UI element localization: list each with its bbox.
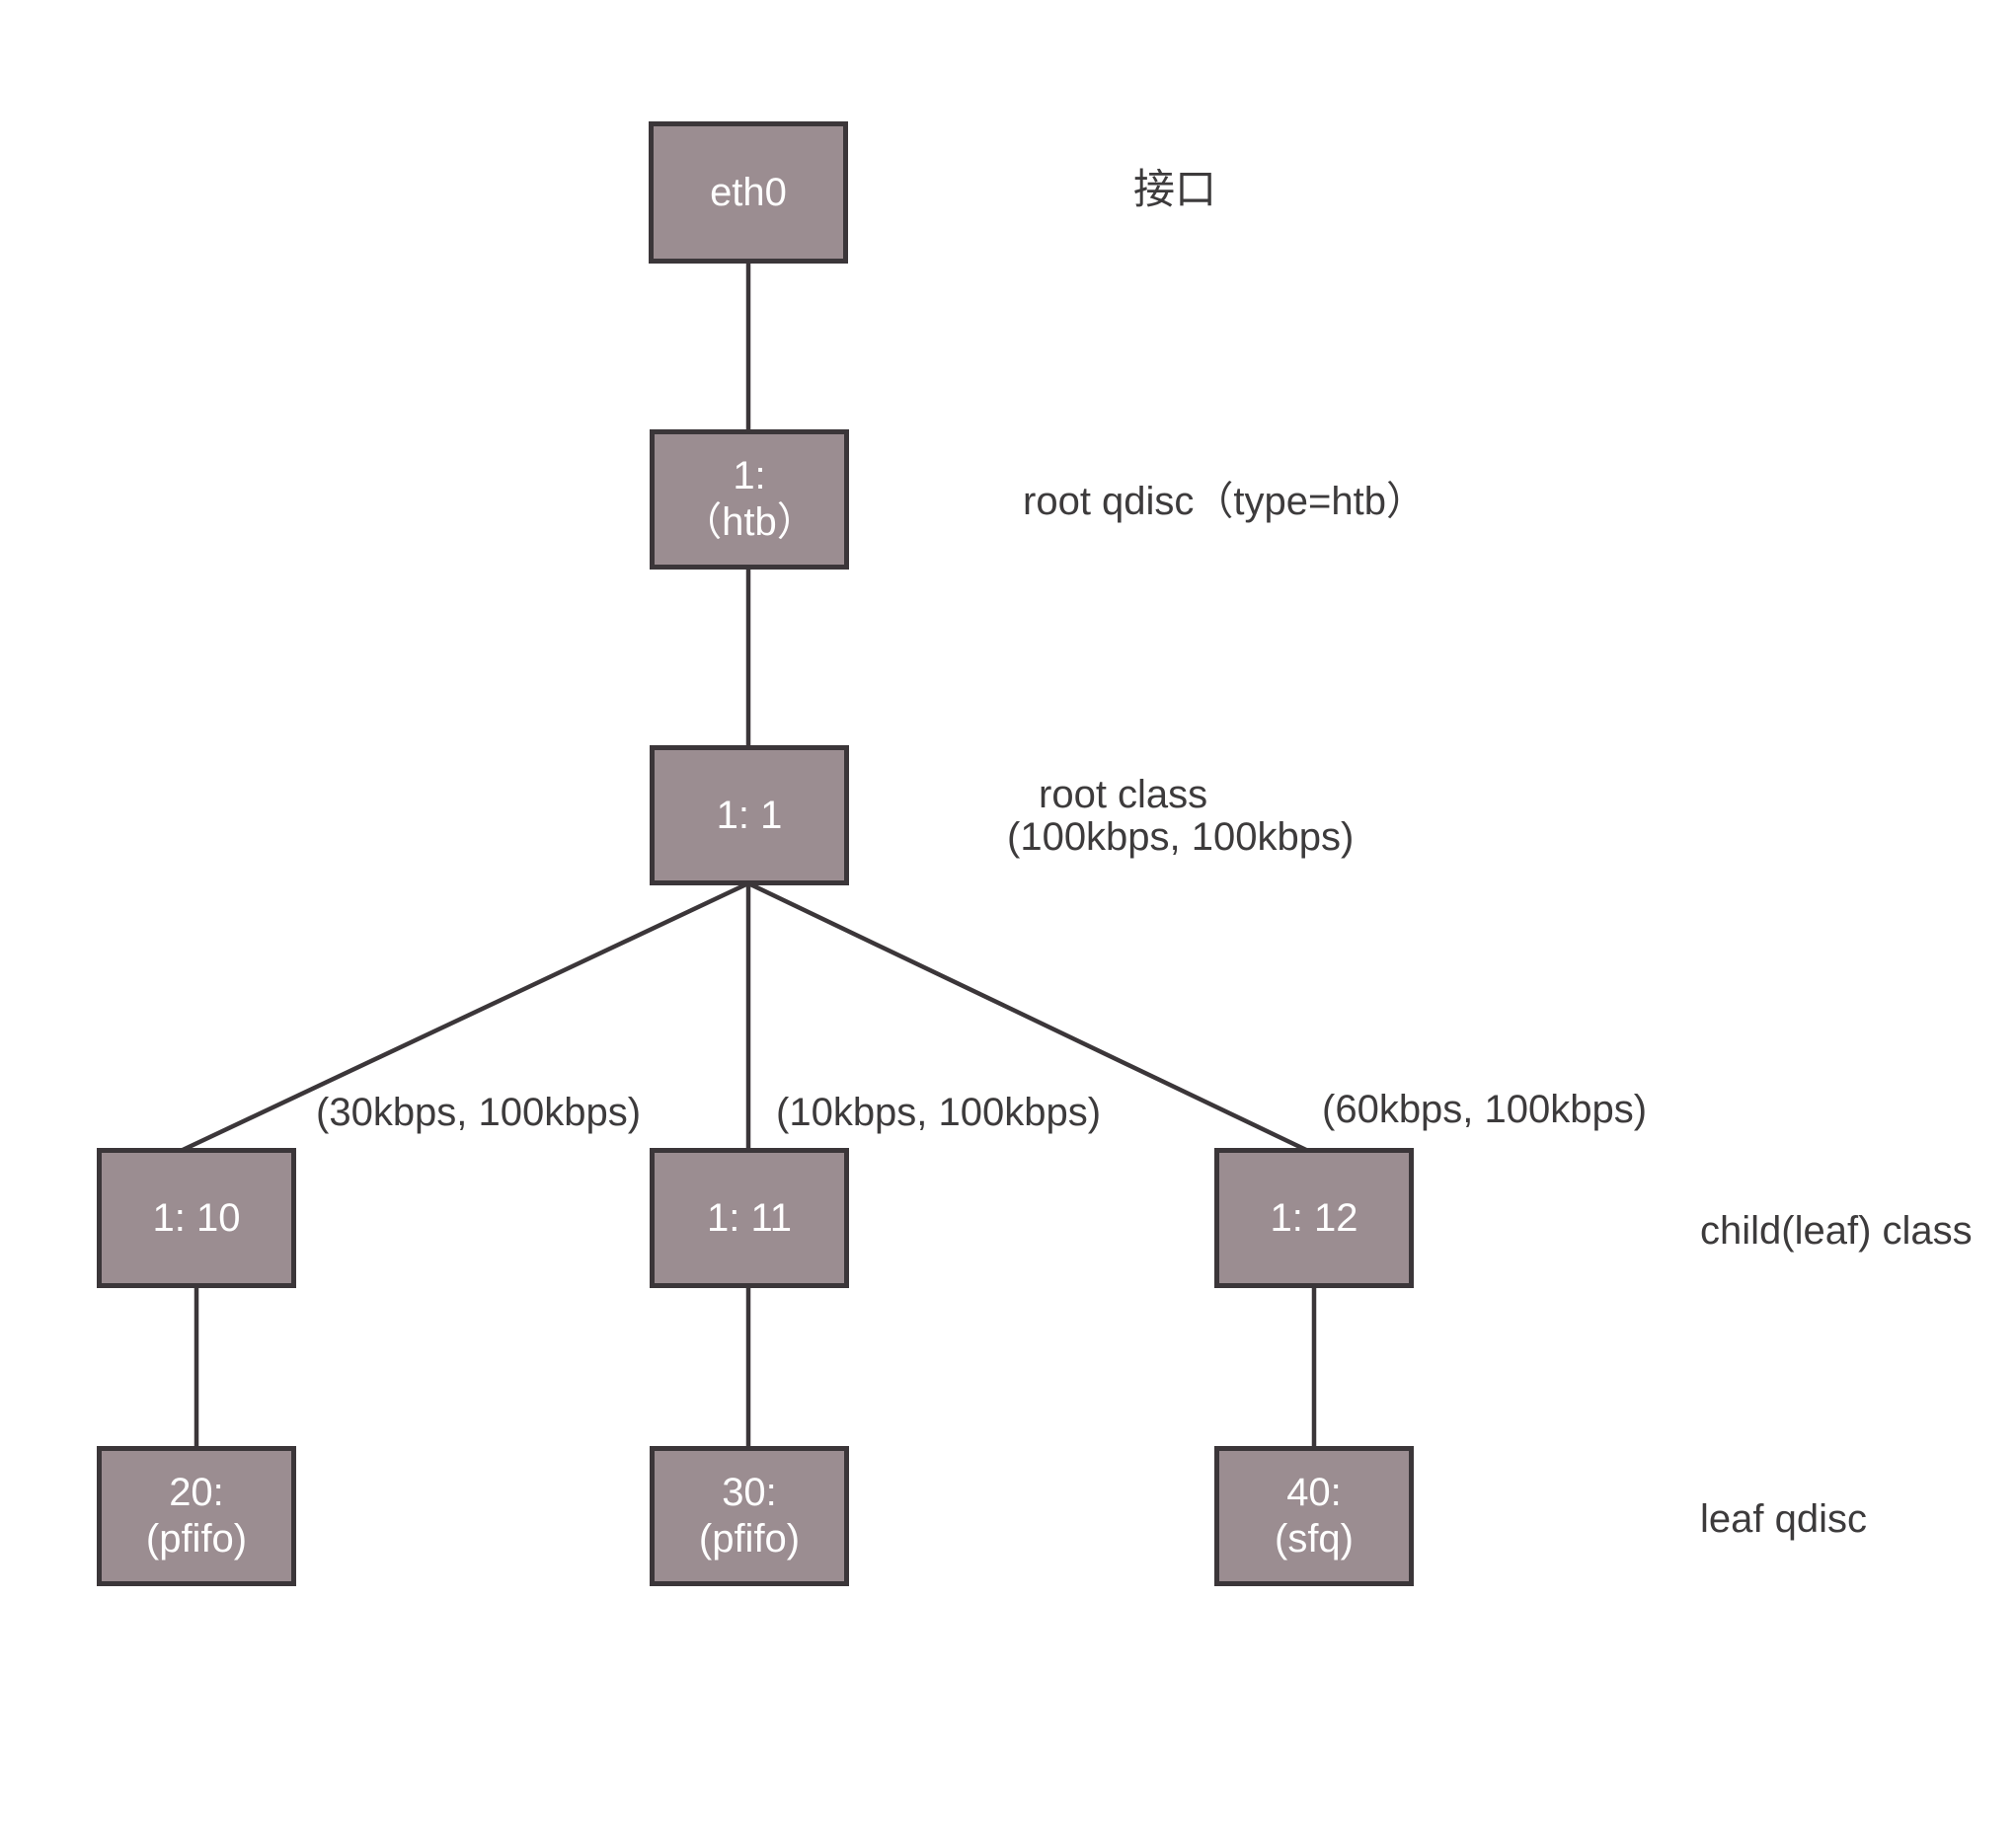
node-label: 40: <box>1286 1471 1342 1514</box>
node-label: (pfifo) <box>698 1517 801 1561</box>
edge-root-class-to-class-12 <box>747 880 1307 1153</box>
node-label: 30: <box>722 1471 777 1514</box>
node-leaf-qdisc-20: 20: (pfifo) <box>97 1446 296 1586</box>
node-label: 1: 1 <box>716 793 783 837</box>
node-label: (pfifo) <box>145 1517 248 1561</box>
node-label: (sfq) <box>1275 1517 1354 1561</box>
annotation-root-class: root class (100kbps, 100kbps) <box>1007 774 1354 859</box>
node-leaf-qdisc-40: 40: (sfq) <box>1214 1446 1414 1586</box>
node-label: （htb） <box>682 500 816 544</box>
node-interface-eth0: eth0 <box>649 121 848 264</box>
annotation-child-class: child(leaf) class <box>1700 1209 1973 1253</box>
node-label: eth0 <box>710 170 787 214</box>
node-label: 1: 12 <box>1270 1195 1358 1240</box>
node-child-class-10: 1: 10 <box>97 1148 296 1288</box>
node-label: 1: <box>733 454 766 497</box>
annotation-interface: 接口 <box>1133 166 1217 212</box>
edge-label-class-12-rates: (60kbps, 100kbps) <box>1322 1088 1648 1131</box>
node-child-class-12: 1: 12 <box>1214 1148 1414 1288</box>
node-label: 1: 11 <box>707 1195 792 1240</box>
annotation-root-class-line2: (100kbps, 100kbps) <box>1007 815 1355 859</box>
node-child-class-11: 1: 11 <box>650 1148 849 1288</box>
annotation-root-qdisc: root qdisc（type=htb） <box>1023 480 1426 523</box>
node-label: 20: <box>169 1471 224 1514</box>
edge-label-class-11-rates: (10kbps, 100kbps) <box>776 1091 1102 1134</box>
annotation-leaf-qdisc: leaf qdisc <box>1700 1497 1867 1541</box>
annotation-root-class-line1: root class <box>1039 773 1208 816</box>
node-root-class: 1: 1 <box>650 745 849 885</box>
node-leaf-qdisc-30: 30: (pfifo) <box>650 1446 849 1586</box>
edge-label-class-10-rates: (30kbps, 100kbps) <box>316 1091 642 1134</box>
node-root-qdisc: 1: （htb） <box>650 429 849 570</box>
node-label: 1: 10 <box>152 1195 241 1240</box>
edge-root-class-to-class-10 <box>182 880 749 1153</box>
